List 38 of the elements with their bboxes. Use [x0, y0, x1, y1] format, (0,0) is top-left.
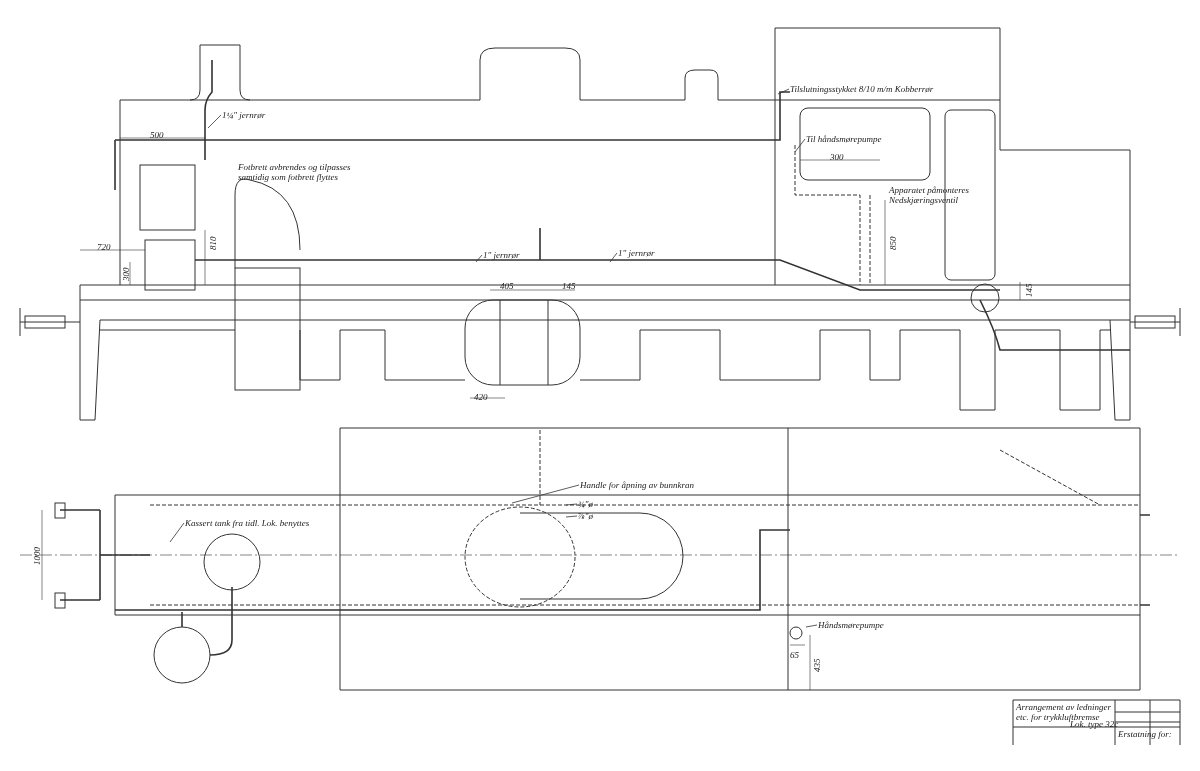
annotation-text: ⅞"ø [578, 511, 594, 521]
annotation-text: Handle for åpning av bunnkran [580, 480, 694, 490]
dimension-label: 1000 [32, 547, 42, 565]
note-text: Fotbrett avbrendes og tilpasses samtidig som fotbrett flyttes [238, 162, 352, 182]
dimension-label: 810 [208, 236, 218, 250]
annotation-text: Tilslutningsstykket 8/10 m/m Kobberrør [790, 84, 934, 94]
leader-line [777, 88, 790, 95]
leader-line [475, 254, 483, 263]
dimension-label: 405 [500, 281, 514, 291]
annotation-text: 1" jernrør [618, 248, 655, 258]
leader-line [565, 503, 578, 506]
dimension-label: 300 [830, 152, 844, 162]
annotation-text: 1" jernrør [483, 250, 520, 260]
annotation-text: 1¼" jernrør [222, 110, 266, 120]
dimension-label: 720 [97, 242, 111, 252]
annotation-text: Til håndsmørepumpe [806, 134, 882, 144]
dimension-label: 145 [562, 281, 576, 291]
dimension-label: 300 [121, 267, 131, 281]
title-text: Lok. type 32c [1070, 719, 1119, 729]
annotation-text: Kassert tank fra tidl. Lok. benyttes [185, 518, 310, 528]
annotation-text: ¾"ø [578, 499, 594, 509]
leader-line [511, 484, 580, 504]
leader-line [169, 522, 185, 543]
leader-line [794, 138, 806, 153]
note-text: Apparatet påmonteres Nedskjæringsventil [889, 185, 969, 205]
title-block-text: Erstatning for: [1118, 729, 1172, 739]
dimension-label: 850 [888, 236, 898, 250]
dimension-label: 500 [150, 130, 164, 140]
leader-line [805, 624, 818, 628]
dimension-label: 145 [1024, 283, 1034, 297]
leader-line [565, 515, 578, 518]
dimension-label: 420 [474, 392, 488, 402]
leader-line [609, 252, 618, 263]
annotation-text: Håndsmørepumpe [818, 620, 884, 630]
title-text: Arrangement av ledninger etc. for trykkluftbremse [1016, 702, 1111, 722]
dimension-label: 435 [812, 658, 822, 672]
leader-line [207, 114, 222, 129]
dimension-label: 65 [790, 650, 799, 660]
